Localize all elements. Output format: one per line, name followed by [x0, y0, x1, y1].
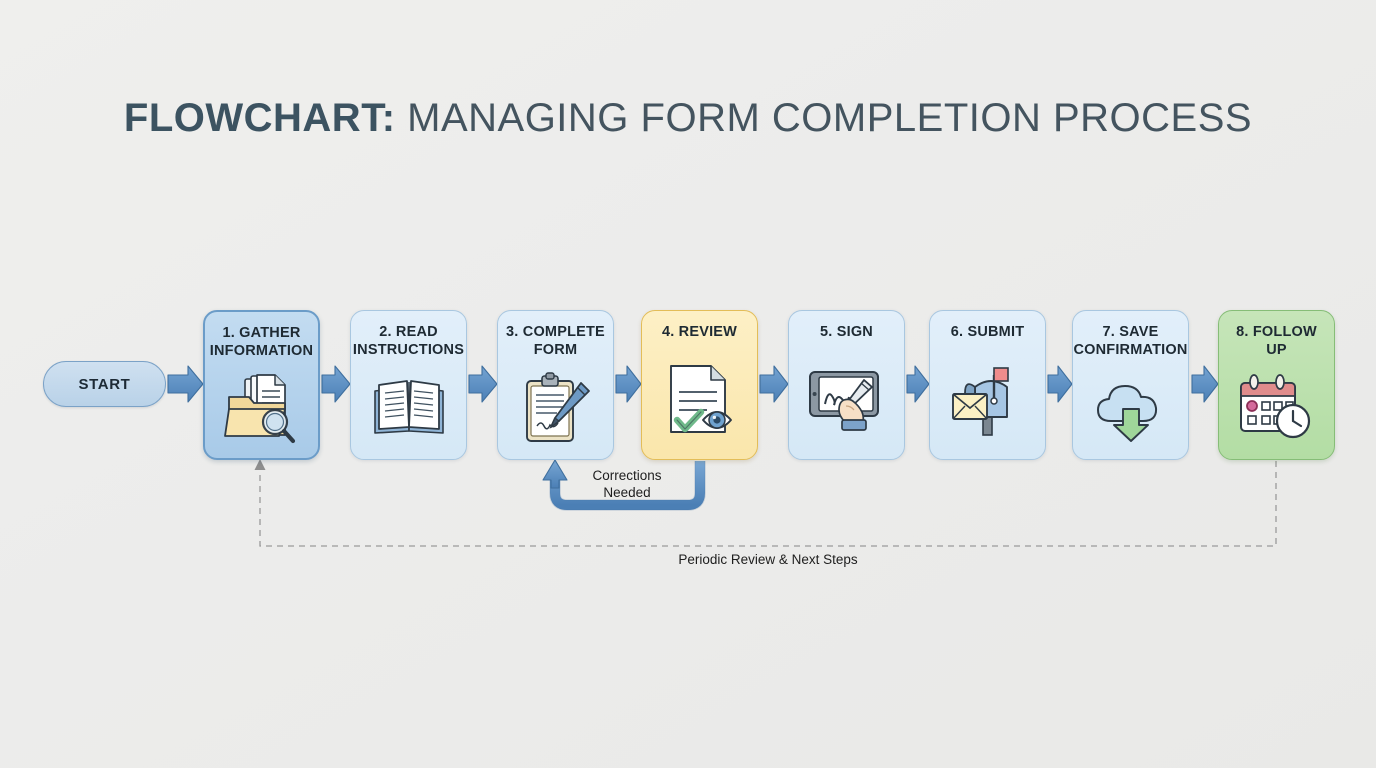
node-step-8-follow-up[interactable]: 8. FOLLOW UP — [1218, 310, 1335, 460]
node-step-8-label: 8. FOLLOW UP — [1236, 324, 1317, 358]
edge-label-periodic-review: Periodic Review & Next Steps — [678, 552, 858, 567]
loop-periodic-review — [254, 459, 1277, 547]
cloud-download-icon — [1073, 359, 1188, 459]
node-step-4-label: 4. REVIEW — [661, 324, 738, 340]
node-step-4-review[interactable]: 4. REVIEW — [641, 310, 758, 460]
arrow-6-to-7 — [1047, 365, 1073, 403]
calendar-clock-icon — [1219, 359, 1334, 459]
edge-label-corrections-needed: Corrections Needed — [592, 468, 662, 500]
node-step-1-label: 1. GATHER INFORMATION — [209, 325, 314, 359]
node-step-7-label: 7. SAVE CONFIRMATION — [1073, 324, 1188, 358]
node-step-3-complete-form[interactable]: 3. COMPLETE FORM — [497, 310, 614, 460]
clipboard-pen-icon — [498, 359, 613, 459]
arrow-4-to-5 — [759, 365, 789, 403]
node-step-7-save-confirmation[interactable]: 7. SAVE CONFIRMATION — [1072, 310, 1189, 460]
node-start[interactable]: START — [43, 361, 166, 407]
arrow-7-to-8 — [1191, 365, 1219, 403]
arrow-2-to-3 — [468, 365, 498, 403]
node-step-6-label: 6. SUBMIT — [950, 324, 1025, 340]
node-step-6-submit[interactable]: 6. SUBMIT — [929, 310, 1046, 460]
document-check-eye-icon — [642, 342, 757, 460]
open-book-icon — [351, 359, 466, 459]
page-title-strong: FLOWCHART: — [123, 96, 396, 140]
node-step-5-label: 5. SIGN — [820, 324, 873, 340]
arrow-start-to-1 — [167, 365, 204, 403]
mailbox-envelope-icon — [930, 342, 1045, 460]
node-step-5-sign[interactable]: 5. SIGN — [788, 310, 905, 460]
arrow-5-to-6 — [906, 365, 930, 403]
node-step-1-gather-information[interactable]: 1. GATHER INFORMATION — [203, 310, 320, 460]
arrow-3-to-4 — [615, 365, 642, 403]
page-title-rest: MANAGING FORM COMPLETION PROCESS — [395, 96, 1253, 140]
node-step-3-label: 3. COMPLETE FORM — [506, 324, 605, 358]
tablet-signature-icon — [789, 342, 904, 460]
node-step-2-label: 2. READ INSTRUCTIONS — [352, 324, 465, 358]
arrow-1-to-2 — [321, 365, 351, 403]
node-step-2-read-instructions[interactable]: 2. READ INSTRUCTIONS — [350, 310, 467, 460]
node-start-label: START — [78, 375, 131, 393]
page-title: FLOWCHART: MANAGING FORM COMPLETION PROC… — [0, 96, 1376, 141]
folder-search-icon — [205, 360, 318, 458]
